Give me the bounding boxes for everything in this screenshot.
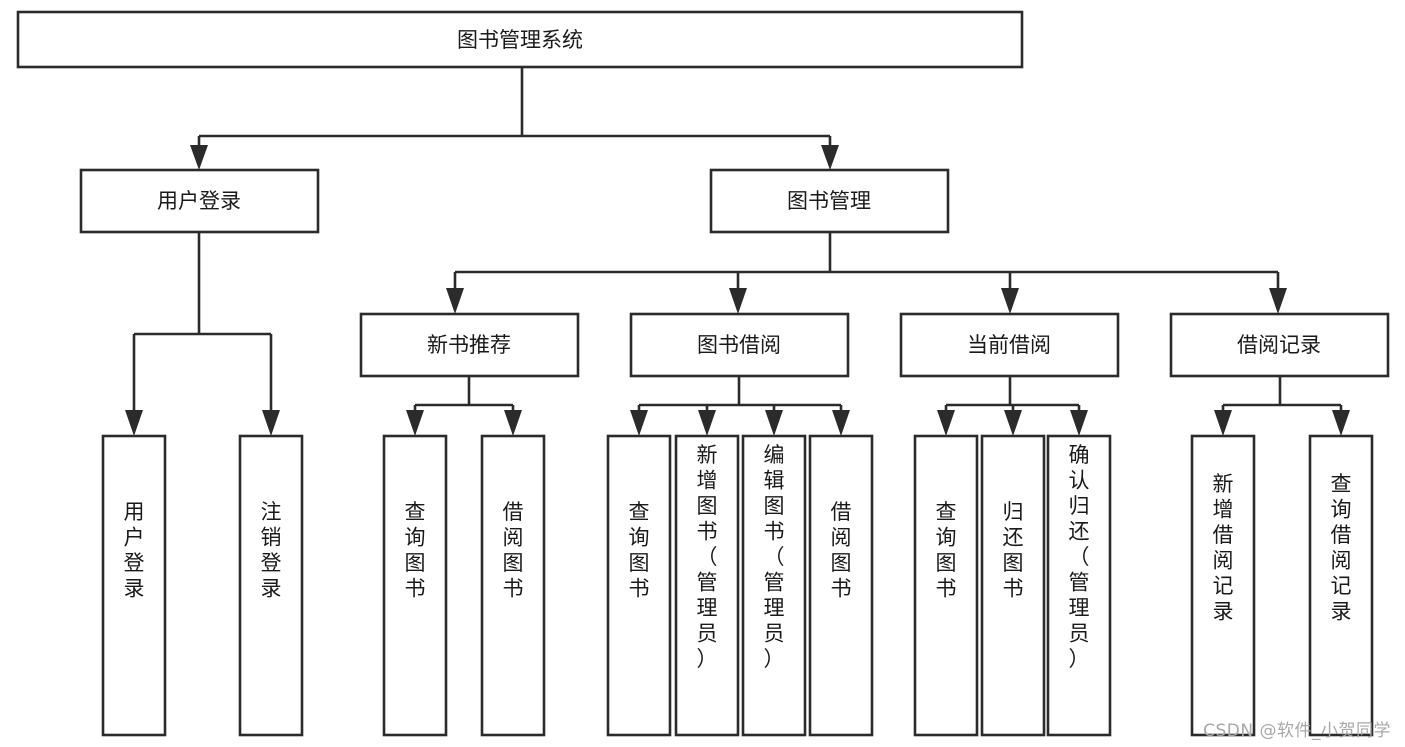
leaf-add-record-label: 新增借阅记录 xyxy=(1213,472,1234,624)
connector-group-current-borrow xyxy=(937,376,1088,436)
arrow-bm-to-recommend-icon xyxy=(446,288,464,314)
arrow-cb-to-leaf1-icon xyxy=(937,410,955,436)
leaf-query-book-1-box[interactable] xyxy=(382,434,448,737)
arrow-cb-to-leaf3-icon xyxy=(1070,410,1088,436)
arrow-nbr-to-leaf1-icon xyxy=(406,410,424,436)
node-borrow-record-label: 借阅记录 xyxy=(1237,333,1321,357)
arrow-nbr-to-leaf2-icon xyxy=(504,410,522,436)
leaf-borrow-book-2-label: 借阅图书 xyxy=(831,500,852,601)
node-book-borrow-label: 图书借阅 xyxy=(697,333,781,357)
node-root[interactable]: 图书管理系统 xyxy=(16,10,1024,69)
leaf-node-add-record[interactable]: 新增借阅记录 xyxy=(1190,434,1256,737)
arrow-ul-to-leaf2-icon xyxy=(262,410,280,436)
connector-group-user-login xyxy=(125,232,280,436)
arrow-root-to-book-management-icon xyxy=(821,145,839,170)
leaf-query-record-label: 查询借阅记录 xyxy=(1331,472,1352,624)
leaf-confirm-return-box[interactable] xyxy=(1046,434,1112,737)
node-new-book-recommend[interactable]: 新书推荐 xyxy=(359,312,580,378)
leaf-user-login-label: 用户登录 xyxy=(124,500,145,601)
leaf-add-record-box[interactable] xyxy=(1190,434,1256,737)
node-book-management-label: 图书管理 xyxy=(787,189,871,213)
leaf-return-book-label: 归还图书 xyxy=(1003,500,1024,601)
node-book-management[interactable]: 图书管理 xyxy=(709,168,950,234)
arrow-br-to-leaf2-icon xyxy=(1332,410,1350,436)
arrow-bb-to-leaf3-icon xyxy=(765,410,783,436)
arrow-bb-to-leaf4-icon xyxy=(832,410,850,436)
node-new-book-recommend-box[interactable] xyxy=(359,312,580,378)
leaf-borrow-book-1-box[interactable] xyxy=(480,434,546,737)
leaf-node-edit-book[interactable]: 编辑图书（管理员） xyxy=(741,434,807,737)
connector-group-book-management xyxy=(446,232,1287,314)
leaf-user-login-box[interactable] xyxy=(101,434,167,737)
arrow-bb-to-leaf1-icon xyxy=(630,410,648,436)
node-current-borrow-label: 当前借阅 xyxy=(967,333,1051,357)
arrow-bm-to-record-icon xyxy=(1269,288,1287,314)
arrow-br-to-leaf1-icon xyxy=(1214,410,1232,436)
leaf-return-book-box[interactable] xyxy=(980,434,1046,737)
node-root-box[interactable] xyxy=(16,10,1024,69)
arrow-bm-to-borrow-icon xyxy=(729,288,747,314)
leaf-add-book-label: 新增图书（管理员） xyxy=(697,443,718,671)
leaf-node-add-book[interactable]: 新增图书（管理员） xyxy=(674,434,740,737)
leaf-query-book-3-label: 查询图书 xyxy=(936,500,957,601)
leaf-node-return-book[interactable]: 归还图书 xyxy=(980,434,1046,737)
leaf-query-book-1-label: 查询图书 xyxy=(405,500,426,601)
leaf-add-book-box[interactable] xyxy=(674,434,740,737)
arrow-bm-to-current-icon xyxy=(1001,288,1019,314)
leaf-borrow-book-2-box[interactable] xyxy=(808,434,874,737)
node-book-borrow-box[interactable] xyxy=(629,312,850,378)
node-root-label: 图书管理系统 xyxy=(457,28,583,52)
leaf-node-borrow-book-1[interactable]: 借阅图书 xyxy=(480,434,546,737)
leaf-node-user-login[interactable]: 用户登录 xyxy=(101,434,167,737)
connector-group-borrow-record xyxy=(1214,376,1350,436)
leaf-node-logout[interactable]: 注销登录 xyxy=(238,434,304,737)
leaf-edit-book-box[interactable] xyxy=(741,434,807,737)
arrow-bb-to-leaf2-icon xyxy=(698,410,716,436)
leaf-node-query-record[interactable]: 查询借阅记录 xyxy=(1308,434,1374,737)
leaf-edit-book-label: 编辑图书（管理员） xyxy=(764,443,785,671)
leaf-query-record-box[interactable] xyxy=(1308,434,1374,737)
leaf-node-query-book-1[interactable]: 查询图书 xyxy=(382,434,448,737)
node-current-borrow-box[interactable] xyxy=(899,312,1120,378)
leaf-node-borrow-book-2[interactable]: 借阅图书 xyxy=(808,434,874,737)
leaf-node-confirm-return[interactable]: 确认归还（管理员） xyxy=(1046,434,1112,737)
leaf-node-query-book-3[interactable]: 查询图书 xyxy=(913,434,979,737)
connector-group-book-borrow xyxy=(630,376,850,436)
node-user-login[interactable]: 用户登录 xyxy=(79,168,320,234)
node-user-login-box[interactable] xyxy=(79,168,320,234)
connector-group-new-book-recommend xyxy=(406,376,522,436)
leaf-logout-box[interactable] xyxy=(238,434,304,737)
node-book-borrow[interactable]: 图书借阅 xyxy=(629,312,850,378)
leaf-query-book-3-box[interactable] xyxy=(913,434,979,737)
arrow-cb-to-leaf2-icon xyxy=(1004,410,1022,436)
node-borrow-record-box[interactable] xyxy=(1169,312,1390,378)
node-borrow-record[interactable]: 借阅记录 xyxy=(1169,312,1390,378)
connector-group-root xyxy=(190,67,839,170)
node-user-login-label: 用户登录 xyxy=(157,189,241,213)
leaf-confirm-return-label: 确认归还（管理员） xyxy=(1069,443,1090,671)
node-book-management-box[interactable] xyxy=(709,168,950,234)
leaf-logout-label: 注销登录 xyxy=(261,500,282,601)
arrow-ul-to-leaf1-icon xyxy=(125,410,143,436)
node-new-book-recommend-label: 新书推荐 xyxy=(427,333,511,357)
leaf-query-book-2-box[interactable] xyxy=(606,434,672,737)
leaf-node-query-book-2[interactable]: 查询图书 xyxy=(606,434,672,737)
arrow-root-to-user-login-icon xyxy=(190,145,208,170)
leaf-query-book-2-label: 查询图书 xyxy=(629,500,650,601)
node-current-borrow[interactable]: 当前借阅 xyxy=(899,312,1120,378)
leaf-borrow-book-1-label: 借阅图书 xyxy=(503,500,524,601)
